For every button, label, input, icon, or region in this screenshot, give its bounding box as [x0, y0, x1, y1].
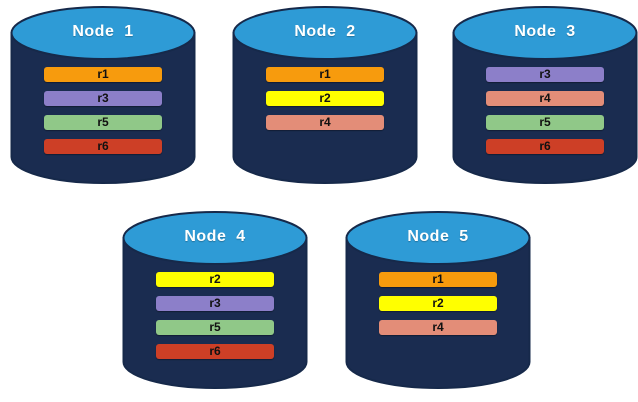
replica-list: r1 r2 r4 — [232, 67, 418, 130]
cylinder-top — [345, 211, 531, 265]
database-node[interactable]: Node 3 r3 r4 r5 r6 — [452, 5, 638, 185]
database-node[interactable]: Node 4 r2 r3 r5 r6 — [122, 210, 308, 390]
replica-label: r2 — [319, 91, 331, 105]
replica-label: r5 — [97, 115, 109, 129]
node-title: Node 5 — [407, 228, 469, 245]
replica-bar[interactable]: r3 — [486, 67, 604, 82]
replica-label: r1 — [97, 67, 109, 81]
replica-label: r4 — [319, 115, 331, 129]
replica-label: r1 — [319, 67, 331, 81]
replica-list: r2 r3 r5 r6 — [122, 272, 308, 359]
replica-bar[interactable]: r3 — [156, 296, 274, 311]
replica-label: r5 — [209, 320, 221, 334]
replica-list: r1 r3 r5 r6 — [10, 67, 196, 154]
replica-bar[interactable]: r4 — [266, 115, 384, 130]
replica-label: r4 — [539, 91, 551, 105]
replica-label: r2 — [432, 296, 444, 310]
database-node[interactable]: Node 2 r1 r2 r4 — [232, 5, 418, 185]
cylinder-top — [232, 6, 418, 60]
replica-label: r2 — [209, 272, 221, 286]
replica-label: r5 — [539, 115, 551, 129]
replica-bar[interactable]: r1 — [44, 67, 162, 82]
cylinder-top — [452, 6, 638, 60]
replica-bar[interactable]: r6 — [486, 139, 604, 154]
replica-bar[interactable]: r4 — [486, 91, 604, 106]
cylinder-top — [122, 211, 308, 265]
replica-label: r6 — [97, 139, 109, 153]
replica-bar[interactable]: r1 — [266, 67, 384, 82]
database-node[interactable]: Node 1 r1 r3 r5 r6 — [10, 5, 196, 185]
replica-label: r3 — [539, 67, 551, 81]
node-title: Node 4 — [184, 228, 246, 245]
replica-label: r3 — [97, 91, 109, 105]
replica-label: r6 — [539, 139, 551, 153]
replica-bar[interactable]: r2 — [266, 91, 384, 106]
replica-bar[interactable]: r2 — [379, 296, 497, 311]
replica-bar[interactable]: r4 — [379, 320, 497, 335]
replica-list: r1 r2 r4 — [345, 272, 531, 335]
replica-label: r1 — [432, 272, 444, 286]
node-title: Node 2 — [294, 23, 356, 40]
node-title: Node 1 — [72, 23, 134, 40]
replica-label: r4 — [432, 320, 444, 334]
replica-bar[interactable]: r6 — [44, 139, 162, 154]
replica-bar[interactable]: r2 — [156, 272, 274, 287]
replica-list: r3 r4 r5 r6 — [452, 67, 638, 154]
cylinder-top — [10, 6, 196, 60]
replica-bar[interactable]: r3 — [44, 91, 162, 106]
replica-bar[interactable]: r5 — [156, 320, 274, 335]
replica-bar[interactable]: r5 — [486, 115, 604, 130]
replica-bar[interactable]: r6 — [156, 344, 274, 359]
replica-label: r6 — [209, 344, 221, 358]
replica-bar[interactable]: r1 — [379, 272, 497, 287]
node-title: Node 3 — [514, 23, 576, 40]
replica-label: r3 — [209, 296, 221, 310]
replica-bar[interactable]: r5 — [44, 115, 162, 130]
database-node[interactable]: Node 5 r1 r2 r4 — [345, 210, 531, 390]
